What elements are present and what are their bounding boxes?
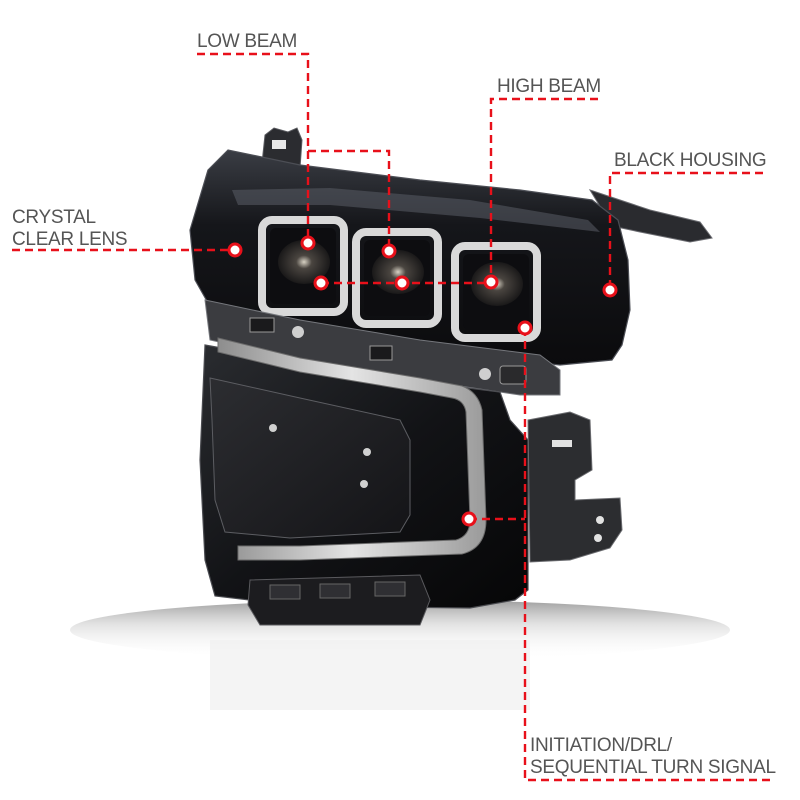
drl-label-line2: SEQUENTIAL TURN SIGNAL (530, 757, 776, 778)
high-beam-dot (483, 274, 499, 290)
black-housing-label: BLACK HOUSING (614, 150, 767, 171)
low-beam-dot-2 (381, 243, 397, 259)
drl-bar-dot (461, 511, 477, 527)
drl-top-dot (517, 320, 533, 336)
black-housing-dot (602, 282, 618, 298)
low-beam-label: LOW BEAM (197, 31, 298, 52)
high-beam-label: HIGH BEAM (497, 76, 601, 97)
beam-row-dot-1 (313, 275, 329, 291)
beam-row-dot-2 (394, 275, 410, 291)
crystal-lens-label-line1: CRYSTAL (12, 207, 96, 228)
inner-panel (209, 377, 411, 539)
callout-dots (227, 235, 618, 527)
crystal-lens-label-line2: CLEAR LENS (12, 229, 128, 250)
crystal-lens-dot (227, 242, 243, 258)
callout-lines (12, 52, 770, 782)
low-beam-leader (197, 52, 310, 243)
drl-light-bar (217, 337, 487, 561)
low-beam-leader-branch (308, 149, 391, 251)
reflection (210, 640, 530, 710)
side-mount-bracket (527, 411, 623, 563)
drl-leader-vertical (523, 328, 770, 782)
drl-label-line1: INITIATION/DRL/ (530, 735, 672, 756)
projector-bay-1 (258, 216, 348, 316)
high-beam-leader (489, 97, 598, 282)
low-beam-dot (300, 235, 316, 251)
